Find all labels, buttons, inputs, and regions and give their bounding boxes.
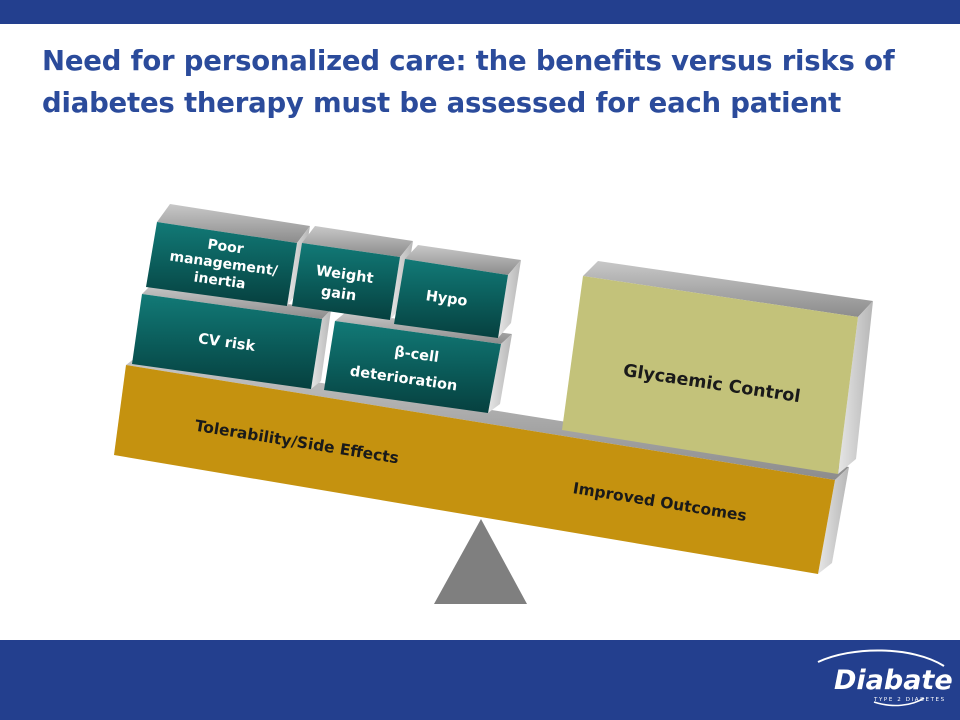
- slide-title: Need for personalized care: the benefits…: [42, 45, 895, 119]
- logo-wordmark: Diabate: [834, 665, 952, 696]
- fulcrum-triangle: [434, 519, 527, 604]
- beta-cell-label-line-1: β-cell: [393, 344, 440, 366]
- diabate-logo: Diabate TYPE 2 DIABETES: [817, 649, 952, 707]
- bottom-banner: [0, 640, 960, 720]
- poor-management-label-line-1: Poor: [206, 237, 244, 258]
- cv-risk-label: CV risk: [197, 331, 256, 355]
- glycaemic-control-block: Glycaemic Control: [562, 261, 873, 474]
- cv-risk-block: CV risk: [132, 285, 331, 389]
- logo-swoosh-icon: [817, 649, 945, 667]
- hypo-label: Hypo: [425, 288, 469, 310]
- weight-gain-label-line-1: Weight: [315, 263, 375, 287]
- top-banner: [0, 0, 960, 24]
- hypo-block: Hypo: [394, 245, 521, 338]
- poor-management-label-line-3: inertia: [193, 269, 247, 292]
- beta-cell-block: β-cell deterioration: [324, 312, 512, 413]
- logo-subtitle: TYPE 2 DIABETES: [873, 697, 946, 703]
- weight-gain-block: Weight gain: [292, 226, 413, 320]
- weight-gain-label-line-2: gain: [320, 284, 357, 305]
